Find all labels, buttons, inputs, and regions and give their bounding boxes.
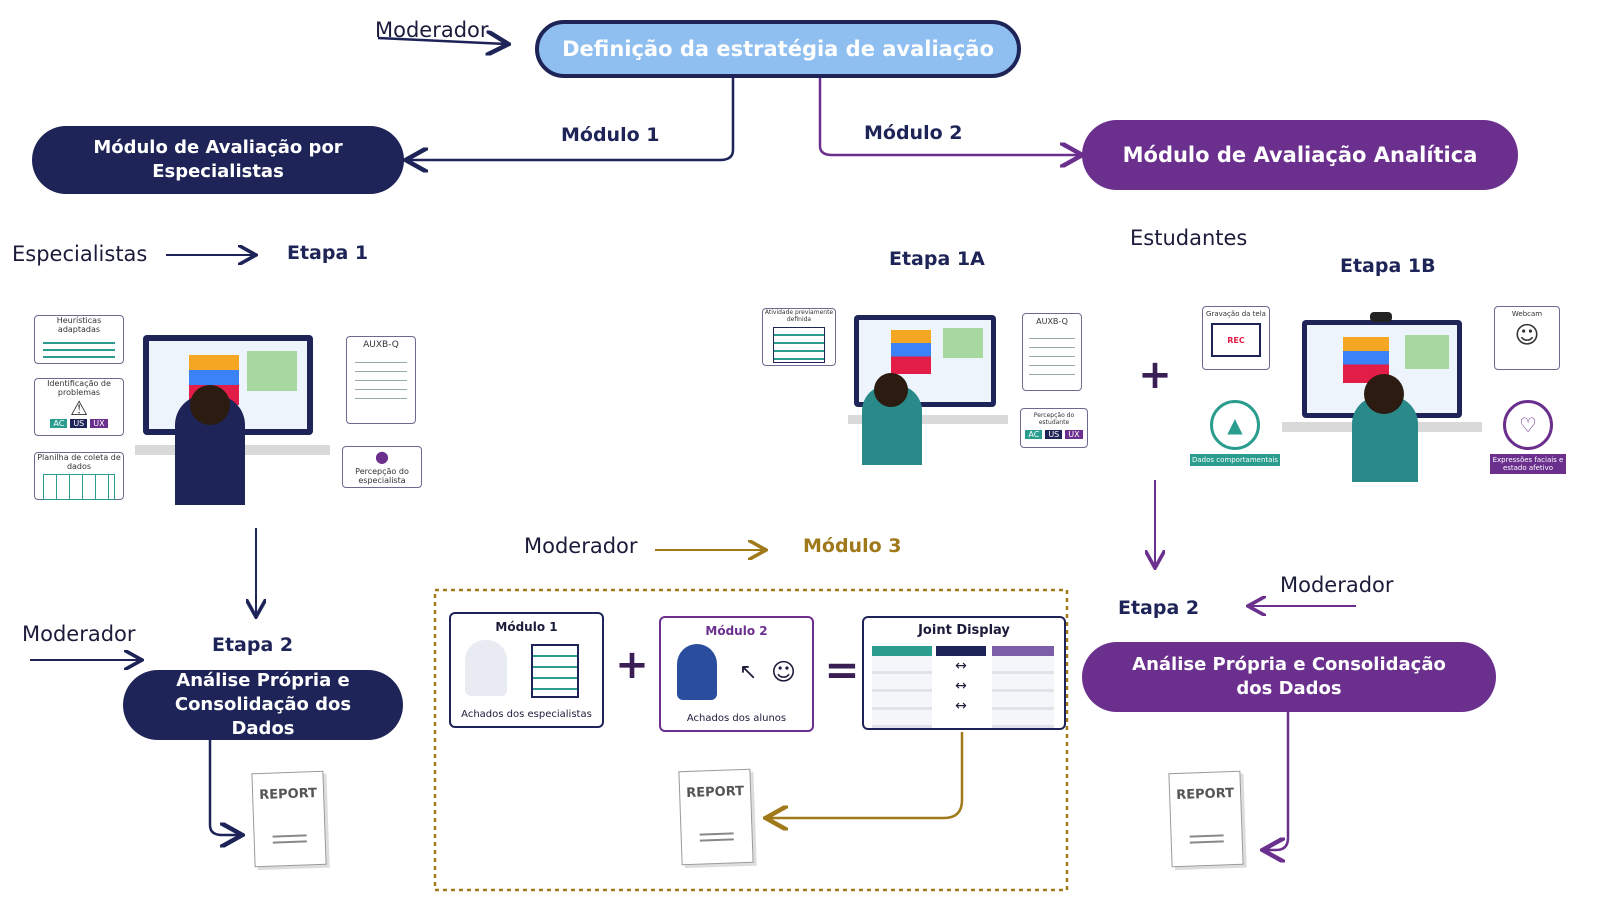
- face-frame-icon: ☺: [1514, 321, 1540, 349]
- sheet-label: Planilha de coleta de dados: [37, 453, 121, 471]
- card2-caption: Achados dos alunos: [686, 713, 787, 724]
- card-joint-display: Joint Display ↔↔↔: [862, 616, 1066, 730]
- user-icon: ●: [375, 447, 389, 466]
- magnifier-icon: ⚠: [70, 396, 88, 420]
- heuristics-box: Heurísticas adaptadas: [34, 315, 124, 364]
- webcam-box: Webcam ☺: [1494, 306, 1560, 370]
- left-step2: Etapa 2: [212, 634, 294, 656]
- right-perception-box: Percepção do estudante AC US UX: [1020, 408, 1088, 448]
- step1b-label: Etapa 1B: [1340, 255, 1436, 277]
- webcam-device-icon: [1370, 312, 1392, 322]
- module2-label: Módulo 2: [864, 122, 963, 144]
- problems-box: Identificação de problemas ⚠ AC US UX: [34, 378, 124, 436]
- exchange-icons: ↔↔↔: [936, 646, 986, 728]
- moderator-top-label: Moderador: [375, 18, 489, 42]
- left-moderator-label: Moderador: [22, 622, 136, 646]
- step1a-label: Etapa 1A: [889, 248, 985, 270]
- module1-label: Módulo 1: [561, 124, 660, 146]
- expert-workstation-illustration: [135, 335, 330, 505]
- tag-us: US: [70, 419, 88, 428]
- tag-ux: UX: [90, 419, 108, 428]
- emotion-icon: ♡: [1503, 400, 1553, 450]
- rec-label: REC: [1227, 335, 1245, 345]
- left-auxbq-label: AUXB-Q: [363, 340, 399, 350]
- left-perception-label: Percepção do especialista: [355, 467, 409, 485]
- card-module1: Módulo 1 Achados dos especialistas: [449, 612, 604, 728]
- right-tag-ux: UX: [1065, 430, 1083, 439]
- left-report: REPORT: [251, 770, 327, 868]
- bar-chart-icon: ▲: [1210, 400, 1260, 450]
- cursor-icon: ↖: [739, 660, 758, 685]
- right-auxbq-box: AUXB-Q: [1022, 313, 1082, 391]
- student-workstation-illustration: [848, 315, 1008, 465]
- left-auxbq-box: AUXB-Q: [346, 336, 416, 424]
- svg-text:+: +: [1138, 352, 1172, 398]
- behavior-data-box: ▲ Dados comportamentais: [1190, 400, 1280, 470]
- estudantes-label: Estudantes: [1130, 226, 1248, 250]
- module3-label: Módulo 3: [803, 535, 902, 557]
- card1-caption: Achados dos especialistas: [461, 709, 592, 720]
- module1-title: Módulo de Avaliação por Especialistas: [32, 126, 404, 194]
- student-webcam-illustration: [1282, 312, 1482, 482]
- clipboard-icon: [773, 327, 825, 363]
- behavior-label: Dados comportamentais: [1190, 454, 1280, 466]
- left-report-label: REPORT: [259, 786, 318, 804]
- strategy-title: Definição da estratégia de avaliação: [535, 20, 1021, 78]
- smiley-icon: ☺: [771, 658, 797, 686]
- right-tag-ac: AC: [1025, 430, 1043, 439]
- screen-recording-box: Gravação da tela REC: [1202, 306, 1270, 370]
- screen-recording-label: Gravação da tela: [1206, 310, 1266, 318]
- activity-label: Atividade previamente definida: [764, 309, 834, 323]
- module2-title: Módulo de Avaliação Analítica: [1082, 120, 1518, 190]
- center-report: REPORT: [678, 768, 754, 866]
- right-analysis-pill: Análise Própria e Consolidação dos Dados: [1082, 642, 1496, 712]
- left-analysis-pill: Análise Própria e Consolidação dos Dados: [123, 670, 403, 740]
- facial-expression-box: ♡ Expressões faciais e estado afetivo: [1490, 400, 1566, 474]
- card2-title: Módulo 2: [705, 624, 768, 638]
- monitor-rec-icon: REC: [1211, 323, 1261, 357]
- center-moderator-label: Moderador: [524, 534, 638, 558]
- sheet-box: Planilha de coleta de dados: [34, 452, 124, 500]
- card1-title: Módulo 1: [495, 620, 558, 634]
- problems-label: Identificação de problemas: [47, 379, 111, 397]
- right-report: REPORT: [1168, 770, 1244, 868]
- right-perception-label: Percepção do estudante: [1033, 412, 1075, 426]
- svg-text:+: +: [615, 642, 649, 688]
- right-auxbq-label: AUXB-Q: [1036, 317, 1068, 326]
- right-tag-us: US: [1045, 430, 1063, 439]
- checklist-icon: [531, 644, 579, 698]
- facial-label: Expressões faciais e estado afetivo: [1490, 454, 1566, 474]
- tag-ac: AC: [50, 419, 68, 428]
- right-report-label: REPORT: [1176, 786, 1235, 804]
- center-report-label: REPORT: [686, 784, 745, 802]
- right-moderator-label: Moderador: [1280, 573, 1394, 597]
- student-avatar-icon: [677, 644, 717, 700]
- activity-box: Atividade previamente definida: [762, 308, 836, 366]
- heuristics-label: Heurísticas adaptadas: [56, 316, 102, 334]
- webcam-label: Webcam: [1511, 310, 1543, 318]
- card-module2: Módulo 2 ↖ ☺ Achados dos alunos: [659, 616, 814, 732]
- svg-text:=: =: [824, 645, 859, 694]
- expert-avatar-icon: [465, 640, 507, 696]
- joint-display-title: Joint Display: [918, 623, 1010, 638]
- right-step2: Etapa 2: [1118, 597, 1200, 619]
- especialistas-label: Especialistas: [12, 242, 148, 266]
- left-perception-box: ● Percepção do especialista: [342, 446, 422, 488]
- left-step1: Etapa 1: [287, 242, 369, 264]
